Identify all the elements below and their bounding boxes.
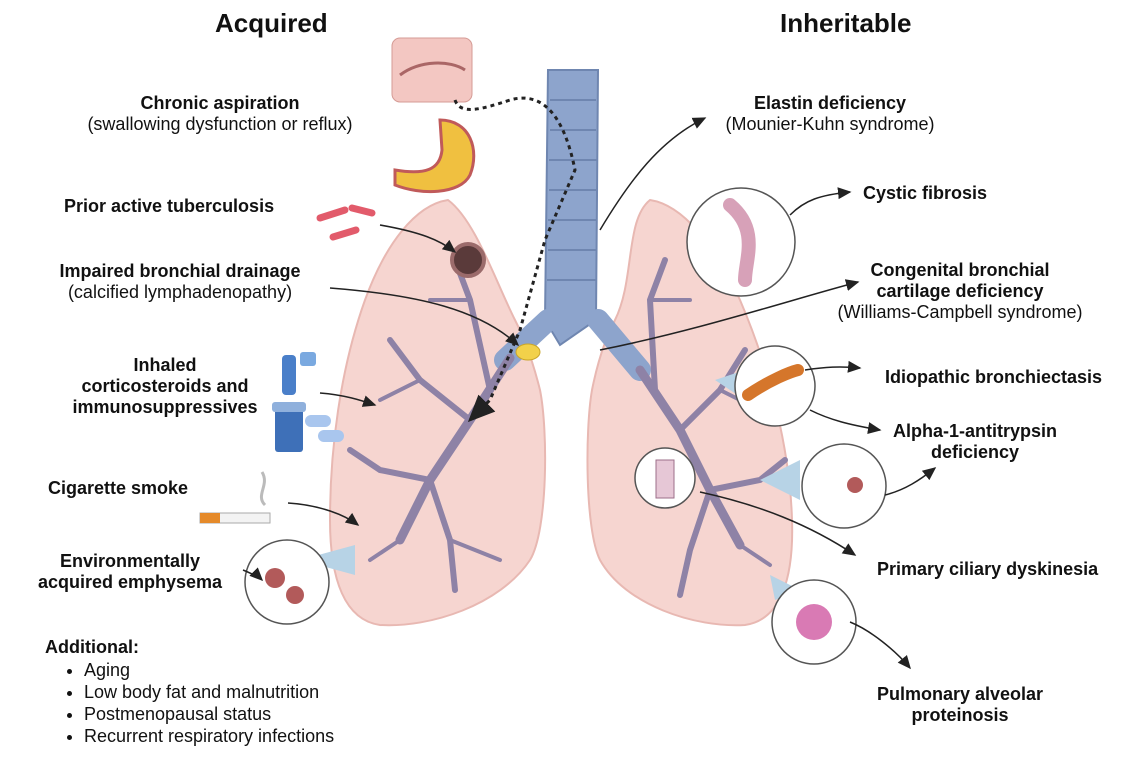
left-lung xyxy=(330,200,545,625)
bacteria-icon xyxy=(320,208,372,237)
list-item: Aging xyxy=(84,659,334,681)
list-item: Postmenopausal status xyxy=(84,703,334,725)
label-corticosteroids: Inhaled corticosteroids and immunosuppre… xyxy=(60,355,270,418)
mouth-throat-icon xyxy=(392,38,472,102)
lung-lesion-icon xyxy=(452,244,484,276)
list-item: Low body fat and malnutrition xyxy=(84,681,334,703)
label-alpha1: Alpha-1-antitrypsin deficiency xyxy=(860,421,1090,463)
lymph-node-icon xyxy=(516,344,540,360)
label-bronchial-drainage: Impaired bronchial drainage (calcified l… xyxy=(35,261,325,303)
list-item: Recurrent respiratory infections xyxy=(84,725,334,747)
pill-bottle-icon xyxy=(272,402,306,452)
label-cigarette-smoke: Cigarette smoke xyxy=(48,478,188,499)
label-ciliary-dyskinesia: Primary ciliary dyskinesia xyxy=(877,559,1098,580)
cigarette-icon xyxy=(200,472,270,523)
idiopathic-airway-icon xyxy=(735,346,815,426)
additional-list: Aging Low body fat and malnutrition Post… xyxy=(62,659,334,747)
label-pap: Pulmonary alveolar proteinosis xyxy=(860,684,1060,726)
label-elastin: Elastin deficiency (Mounier-Kuhn syndrom… xyxy=(700,93,960,135)
additional-title: Additional: xyxy=(45,637,139,658)
label-cystic-fibrosis: Cystic fibrosis xyxy=(863,183,987,204)
heading-acquired: Acquired xyxy=(215,8,328,39)
alveoli-icon xyxy=(245,540,329,624)
stomach-icon xyxy=(395,120,474,192)
label-cartilage: Congenital bronchial cartilage deficienc… xyxy=(800,260,1120,323)
label-emphysema: Environmentally acquired emphysema xyxy=(30,551,230,593)
label-chronic-aspiration: Chronic aspiration (swallowing dysfuncti… xyxy=(40,93,400,135)
label-tuberculosis: Prior active tuberculosis xyxy=(64,196,274,217)
label-idiopathic: Idiopathic bronchiectasis xyxy=(885,367,1102,388)
inhaler-icon xyxy=(282,352,316,395)
heading-inheritable: Inheritable xyxy=(780,8,911,39)
